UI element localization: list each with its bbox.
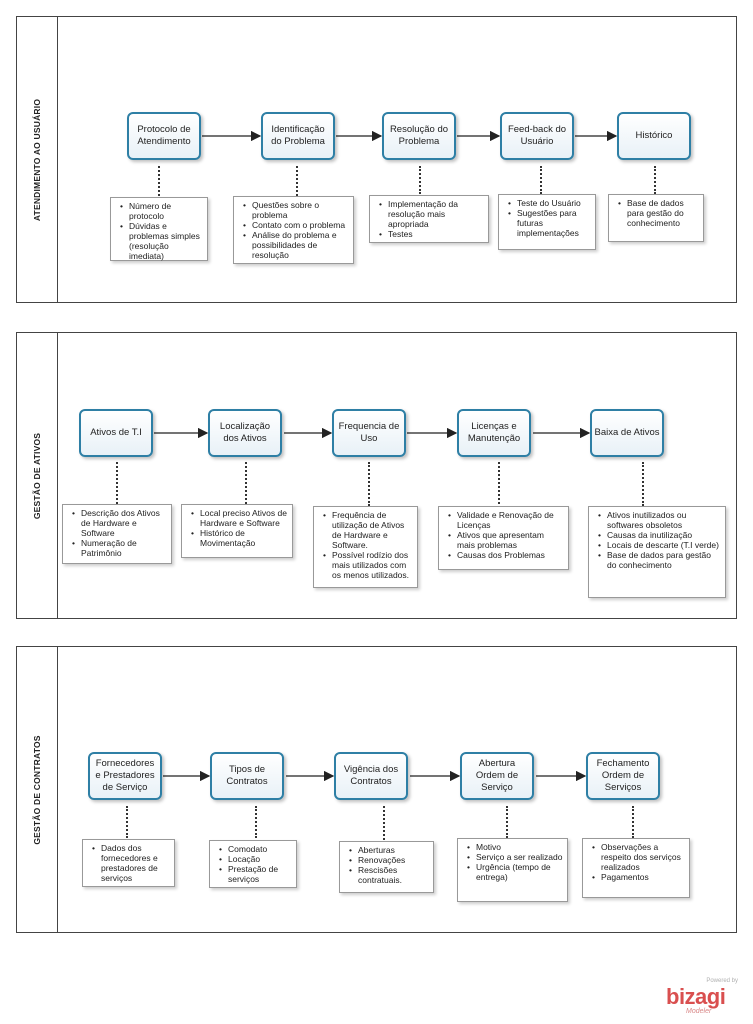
task-historico: Histórico — [617, 112, 691, 160]
association-line — [642, 462, 646, 506]
annotation-note: Base de dados para gestão do conheciment… — [608, 194, 704, 242]
note-item: Contato com o problema — [243, 220, 349, 230]
annotation-note: Implementação da resolução mais apropria… — [369, 195, 489, 243]
note-item: Base de dados para gestão do conheciment… — [618, 198, 699, 228]
task-resolucao-problema: Resolução do Problema — [382, 112, 456, 160]
association-line — [245, 462, 249, 504]
annotation-note: Teste do UsuárioSugestões para futuras i… — [498, 194, 596, 250]
task-feedback-usuario: Feed-back do Usuário — [500, 112, 574, 160]
task-baixa-ativos: Baixa de Ativos — [590, 409, 664, 457]
note-item: Base de dados para gestão do conheciment… — [598, 550, 721, 570]
note-item: Dúvidas e problemas simples (resolução i… — [120, 221, 203, 261]
annotation-note: ComodatoLocaçãoPrestação de serviços — [209, 840, 297, 888]
task-frequencia-uso: Frequencia de Uso — [332, 409, 406, 457]
annotation-note: Observações a respeito dos serviços real… — [582, 838, 690, 898]
annotation-note: Questões sobre o problemaContato com o p… — [233, 196, 354, 264]
note-item: Possível rodízio dos mais utilizados com… — [323, 550, 413, 580]
note-item: Prestação de serviços — [219, 864, 292, 884]
note-item: Pagamentos — [592, 872, 685, 882]
note-item: Descrição dos Ativos de Hardware e Softw… — [72, 508, 167, 538]
logo-powered-text: Powered by — [706, 978, 738, 984]
annotation-note: AberturasRenovaçõesRescisões contratuais… — [339, 841, 434, 893]
association-line — [368, 462, 372, 506]
task-protocolo-atendimento: Protocolo de Atendimento — [127, 112, 201, 160]
note-item: Implementação da resolução mais apropria… — [379, 199, 484, 229]
association-line — [632, 806, 636, 838]
annotation-note: Validade e Renovação de LicençasAtivos q… — [438, 506, 569, 570]
note-item: Ativos inutilizados ou softwares obsolet… — [598, 510, 721, 530]
association-line — [126, 806, 130, 838]
lane-title: GESTÃO DE ATIVOS — [32, 432, 42, 519]
note-item: Locais de descarte (T.I verde) — [598, 540, 721, 550]
association-line — [654, 166, 658, 194]
note-item: Questões sobre o problema — [243, 200, 349, 220]
note-item: Aberturas — [349, 845, 429, 855]
note-item: Histórico de Movimentação — [191, 528, 288, 548]
note-item: Causas dos Problemas — [448, 550, 564, 560]
note-item: Renovações — [349, 855, 429, 865]
task-identificacao-problema: Identificação do Problema — [261, 112, 335, 160]
task-fechamento-ordem-servicos: Fechamento Ordem de Serviços — [586, 752, 660, 800]
bizagi-logo: Powered by bizagi Modeler — [664, 978, 744, 1018]
note-item: Rescisões contratuais. — [349, 865, 429, 885]
note-item: Observações a respeito dos serviços real… — [592, 842, 685, 872]
note-item: Sugestões para futuras implementações — [508, 208, 591, 238]
association-line — [498, 462, 502, 504]
note-item: Numeração de Patrimônio — [72, 538, 167, 558]
task-abertura-ordem-servico: Abertura Ordem de Serviço — [460, 752, 534, 800]
task-localizacao-ativos: Localização dos Ativos — [208, 409, 282, 457]
note-item: Comodato — [219, 844, 292, 854]
lane-header: GESTÃO DE CONTRATOS — [17, 647, 58, 932]
task-ativos-ti: Ativos de T.I — [79, 409, 153, 457]
association-line — [255, 806, 259, 838]
note-item: Urgência (tempo de entrega) — [467, 862, 563, 882]
lane-header: GESTÃO DE ATIVOS — [17, 333, 58, 618]
note-item: Motivo — [467, 842, 563, 852]
note-item: Serviço a ser realizado — [467, 852, 563, 862]
lane-header: ATENDIMENTO AO USUÁRIO — [17, 17, 58, 302]
note-item: Validade e Renovação de Licenças — [448, 510, 564, 530]
note-item: Teste do Usuário — [508, 198, 591, 208]
annotation-note: Local preciso Ativos de Hardware e Softw… — [181, 504, 293, 558]
note-item: Frequência de utilização de Ativos de Ha… — [323, 510, 413, 550]
logo-brand-text: bizagi — [666, 984, 726, 1009]
note-item: Ativos que apresentam mais problemas — [448, 530, 564, 550]
note-item: Causas da inutilização — [598, 530, 721, 540]
note-item: Dados dos fornecedores e prestadores de … — [92, 843, 170, 883]
task-tipos-contratos: Tipos de Contratos — [210, 752, 284, 800]
annotation-note: Frequência de utilização de Ativos de Ha… — [313, 506, 418, 588]
annotation-note: Descrição dos Ativos de Hardware e Softw… — [62, 504, 172, 564]
note-item: Locação — [219, 854, 292, 864]
note-item: Análise do problema e possibilidades de … — [243, 230, 349, 260]
note-item: Testes — [379, 229, 484, 239]
association-line — [506, 806, 510, 838]
task-fornecedores-prestadores: Fornecedores e Prestadores de Serviço — [88, 752, 162, 800]
annotation-note: Ativos inutilizados ou softwares obsolet… — [588, 506, 726, 598]
annotation-note: Dados dos fornecedores e prestadores de … — [82, 839, 175, 887]
annotation-note: MotivoServiço a ser realizadoUrgência (t… — [457, 838, 568, 902]
logo-product-text: Modeler — [686, 1008, 712, 1015]
association-line — [158, 166, 162, 196]
task-vigencia-contratos: Vigência dos Contratos — [334, 752, 408, 800]
association-line — [383, 806, 387, 840]
association-line — [116, 462, 120, 504]
association-line — [296, 166, 300, 196]
association-line — [540, 166, 544, 194]
task-licencas-manutencao: Licenças e Manutenção — [457, 409, 531, 457]
annotation-note: Número de protocoloDúvidas e problemas s… — [110, 197, 208, 261]
note-item: Número de protocolo — [120, 201, 203, 221]
note-item: Local preciso Ativos de Hardware e Softw… — [191, 508, 288, 528]
lane-title: ATENDIMENTO AO USUÁRIO — [32, 98, 42, 221]
lane-title: GESTÃO DE CONTRATOS — [32, 734, 42, 845]
association-line — [419, 166, 423, 194]
